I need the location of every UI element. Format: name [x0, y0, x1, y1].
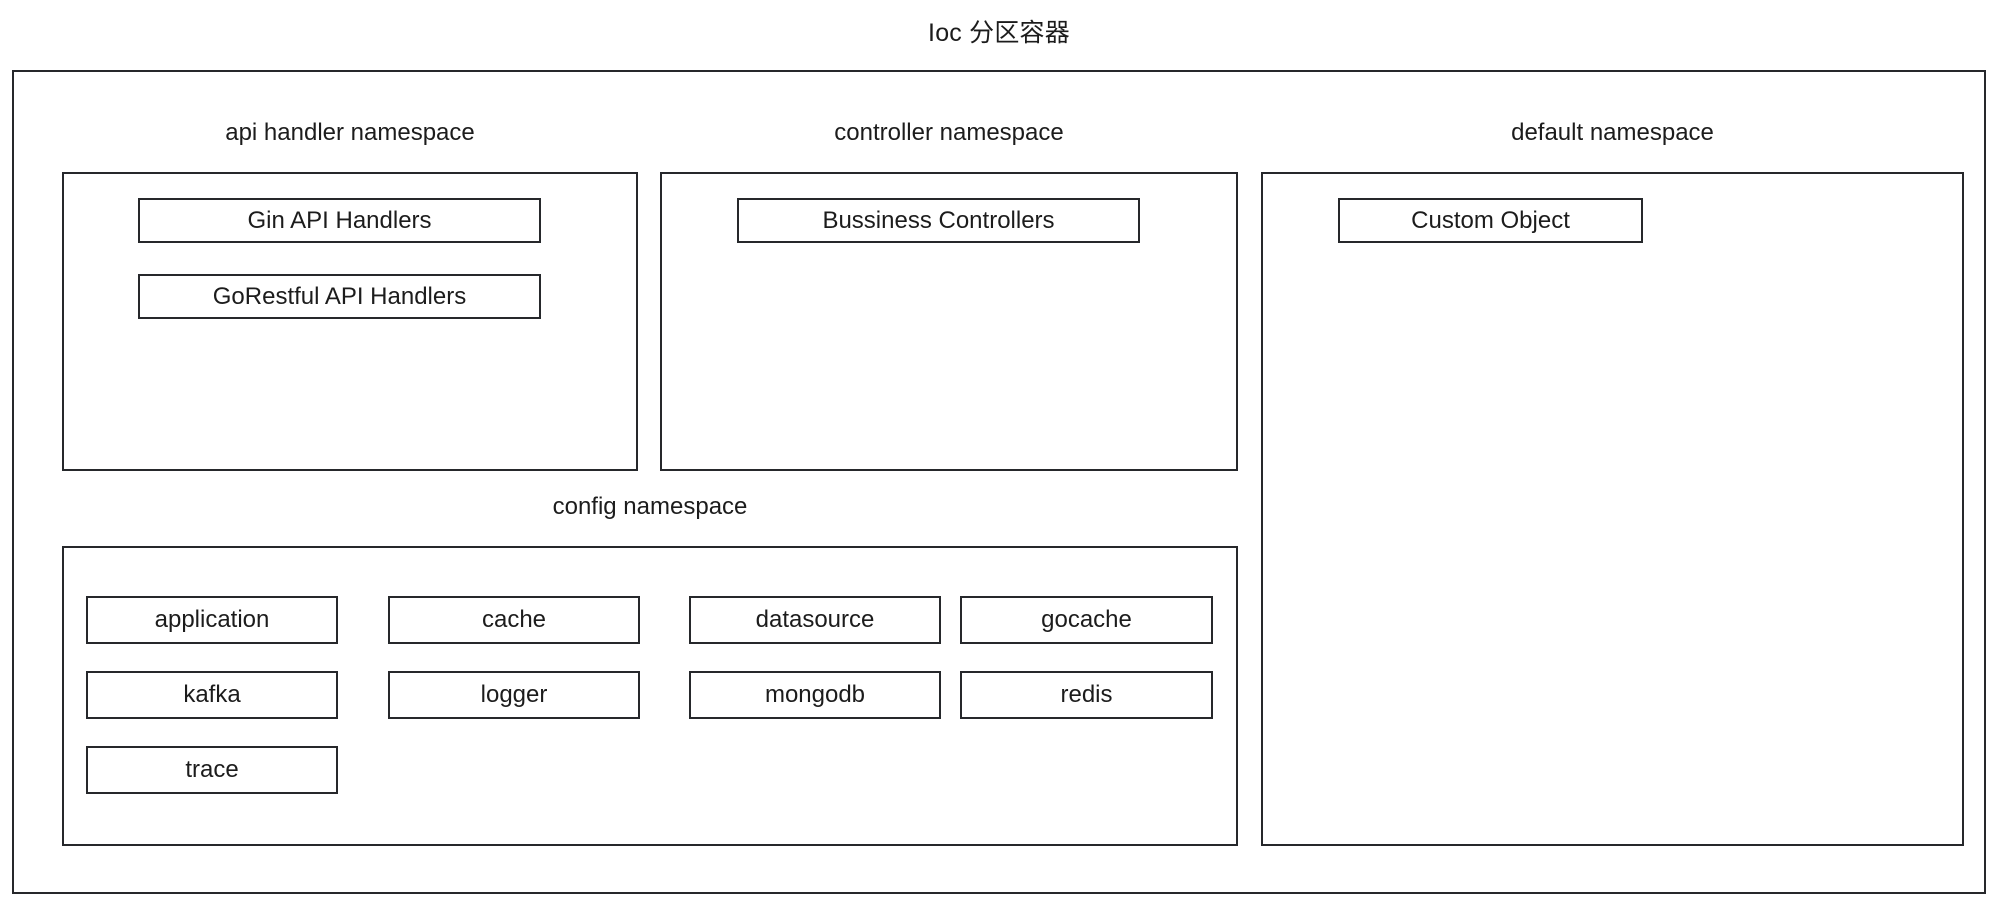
config-item-application[interactable]: application — [86, 596, 338, 644]
default-namespace-label: default namespace — [1511, 119, 1714, 146]
controller-namespace-label: controller namespace — [834, 119, 1064, 146]
config-item-gocache[interactable]: gocache — [960, 596, 1213, 644]
config-item-logger[interactable]: logger — [388, 671, 640, 719]
config-item-kafka[interactable]: kafka — [86, 671, 338, 719]
config-item-redis[interactable]: redis — [960, 671, 1213, 719]
config-item-mongodb[interactable]: mongodb — [689, 671, 941, 719]
config-item-datasource[interactable]: datasource — [689, 596, 941, 644]
api-handler-namespace-label: api handler namespace — [225, 119, 475, 146]
page-title: Ioc 分区容器 — [928, 19, 1070, 47]
component-custom-object[interactable]: Custom Object — [1338, 198, 1643, 243]
config-namespace-label: config namespace — [552, 493, 748, 520]
component-bussiness-controllers[interactable]: Bussiness Controllers — [737, 198, 1140, 243]
config-item-cache[interactable]: cache — [388, 596, 640, 644]
config-item-trace[interactable]: trace — [86, 746, 338, 794]
component-gorestful-api-handlers[interactable]: GoRestful API Handlers — [138, 274, 541, 319]
component-gin-api-handlers[interactable]: Gin API Handlers — [138, 198, 541, 243]
default-namespace-panel — [1261, 172, 1964, 846]
